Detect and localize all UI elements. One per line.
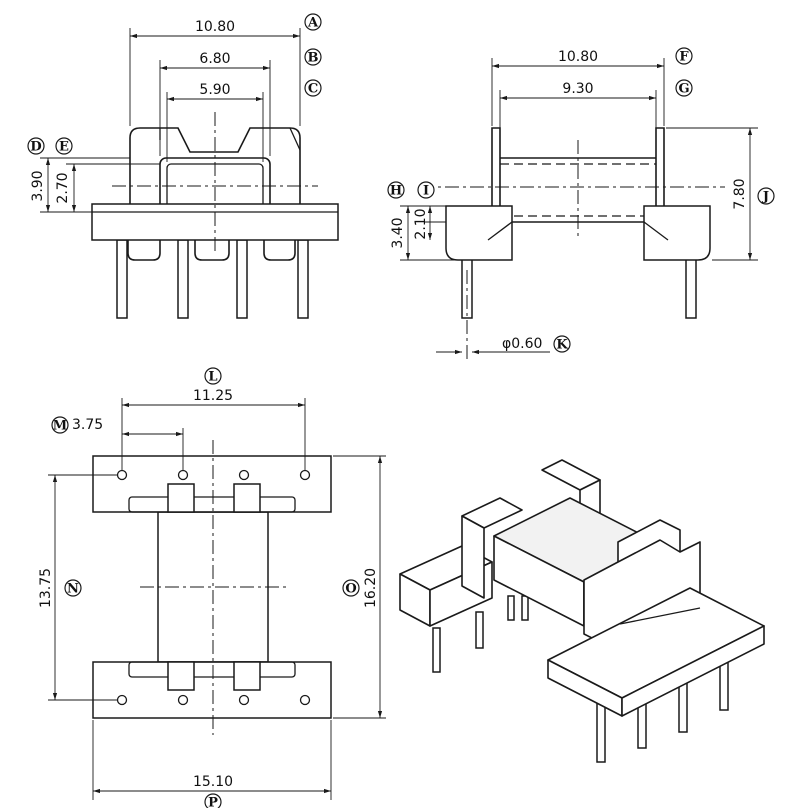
label-h: H <box>387 181 405 199</box>
label-p: P <box>204 793 222 808</box>
svg-text:C: C <box>308 82 318 97</box>
label-g: G <box>675 79 693 97</box>
top-view: 11.25 3.75 13.75 16.20 15.10 L M N O P <box>38 367 386 808</box>
label-d: D <box>27 137 45 155</box>
svg-text:O: O <box>345 582 356 597</box>
dim-side-flange-inner: 2.10 <box>413 208 429 239</box>
label-j: J <box>757 187 775 205</box>
dim-top-pin-span: 11.25 <box>193 388 233 404</box>
side-view-base-right <box>643 205 711 261</box>
svg-text:K: K <box>556 338 568 353</box>
side-view: 10.80 9.30 7.80 3.40 2.10 φ0.60 F G H I … <box>387 47 775 360</box>
label-f: F <box>675 47 693 65</box>
dim-top-pin-pitch: 3.75 <box>72 417 103 433</box>
isometric-view <box>399 459 765 763</box>
label-a: A <box>304 13 322 31</box>
label-k: K <box>553 335 571 353</box>
dim-side-winding-width: 9.30 <box>562 81 593 97</box>
svg-text:G: G <box>678 82 689 97</box>
label-o: O <box>342 579 360 597</box>
dim-front-inner-width: 5.90 <box>199 82 230 98</box>
svg-text:P: P <box>208 796 218 808</box>
label-e: E <box>55 137 73 155</box>
label-b: B <box>304 48 322 66</box>
dim-top-body-length: 13.75 <box>38 568 54 608</box>
label-i: I <box>417 181 435 199</box>
svg-text:B: B <box>308 51 319 66</box>
label-n: N <box>64 579 82 597</box>
dim-side-overall-width: 10.80 <box>558 49 598 65</box>
svg-text:M: M <box>53 419 67 434</box>
dim-side-flange-height: 3.40 <box>390 217 406 248</box>
top-view-flange-top <box>92 455 332 513</box>
dim-pin-diameter: φ0.60 <box>502 336 542 352</box>
svg-text:J: J <box>762 190 769 205</box>
dim-front-height-inner: 2.70 <box>55 172 71 203</box>
front-view-flange <box>129 127 301 204</box>
svg-text:E: E <box>59 140 69 155</box>
svg-text:D: D <box>30 140 41 155</box>
svg-text:H: H <box>390 184 402 199</box>
svg-text:N: N <box>67 582 79 597</box>
svg-text:L: L <box>208 370 217 385</box>
front-view-pins <box>116 239 309 319</box>
top-view-flange-bottom <box>92 661 332 719</box>
dim-top-overall-width: 15.10 <box>193 774 233 790</box>
svg-text:A: A <box>307 16 319 31</box>
label-l: L <box>204 367 222 385</box>
dim-front-slot-width: 6.80 <box>199 51 230 67</box>
side-view-base-left <box>445 205 513 261</box>
label-m: M <box>51 416 69 434</box>
svg-text:I: I <box>423 184 429 199</box>
dim-front-overall-width: 10.80 <box>195 19 235 35</box>
dim-side-overall-height: 7.80 <box>732 178 748 209</box>
top-view-pin-holes <box>116 469 311 706</box>
label-c: C <box>304 79 322 97</box>
dim-front-height-outer: 3.90 <box>30 170 46 201</box>
svg-text:F: F <box>679 50 689 65</box>
front-view: 10.80 6.80 5.90 3.90 2.70 A B C D E <box>27 13 339 319</box>
dim-top-overall-length: 16.20 <box>363 568 379 608</box>
